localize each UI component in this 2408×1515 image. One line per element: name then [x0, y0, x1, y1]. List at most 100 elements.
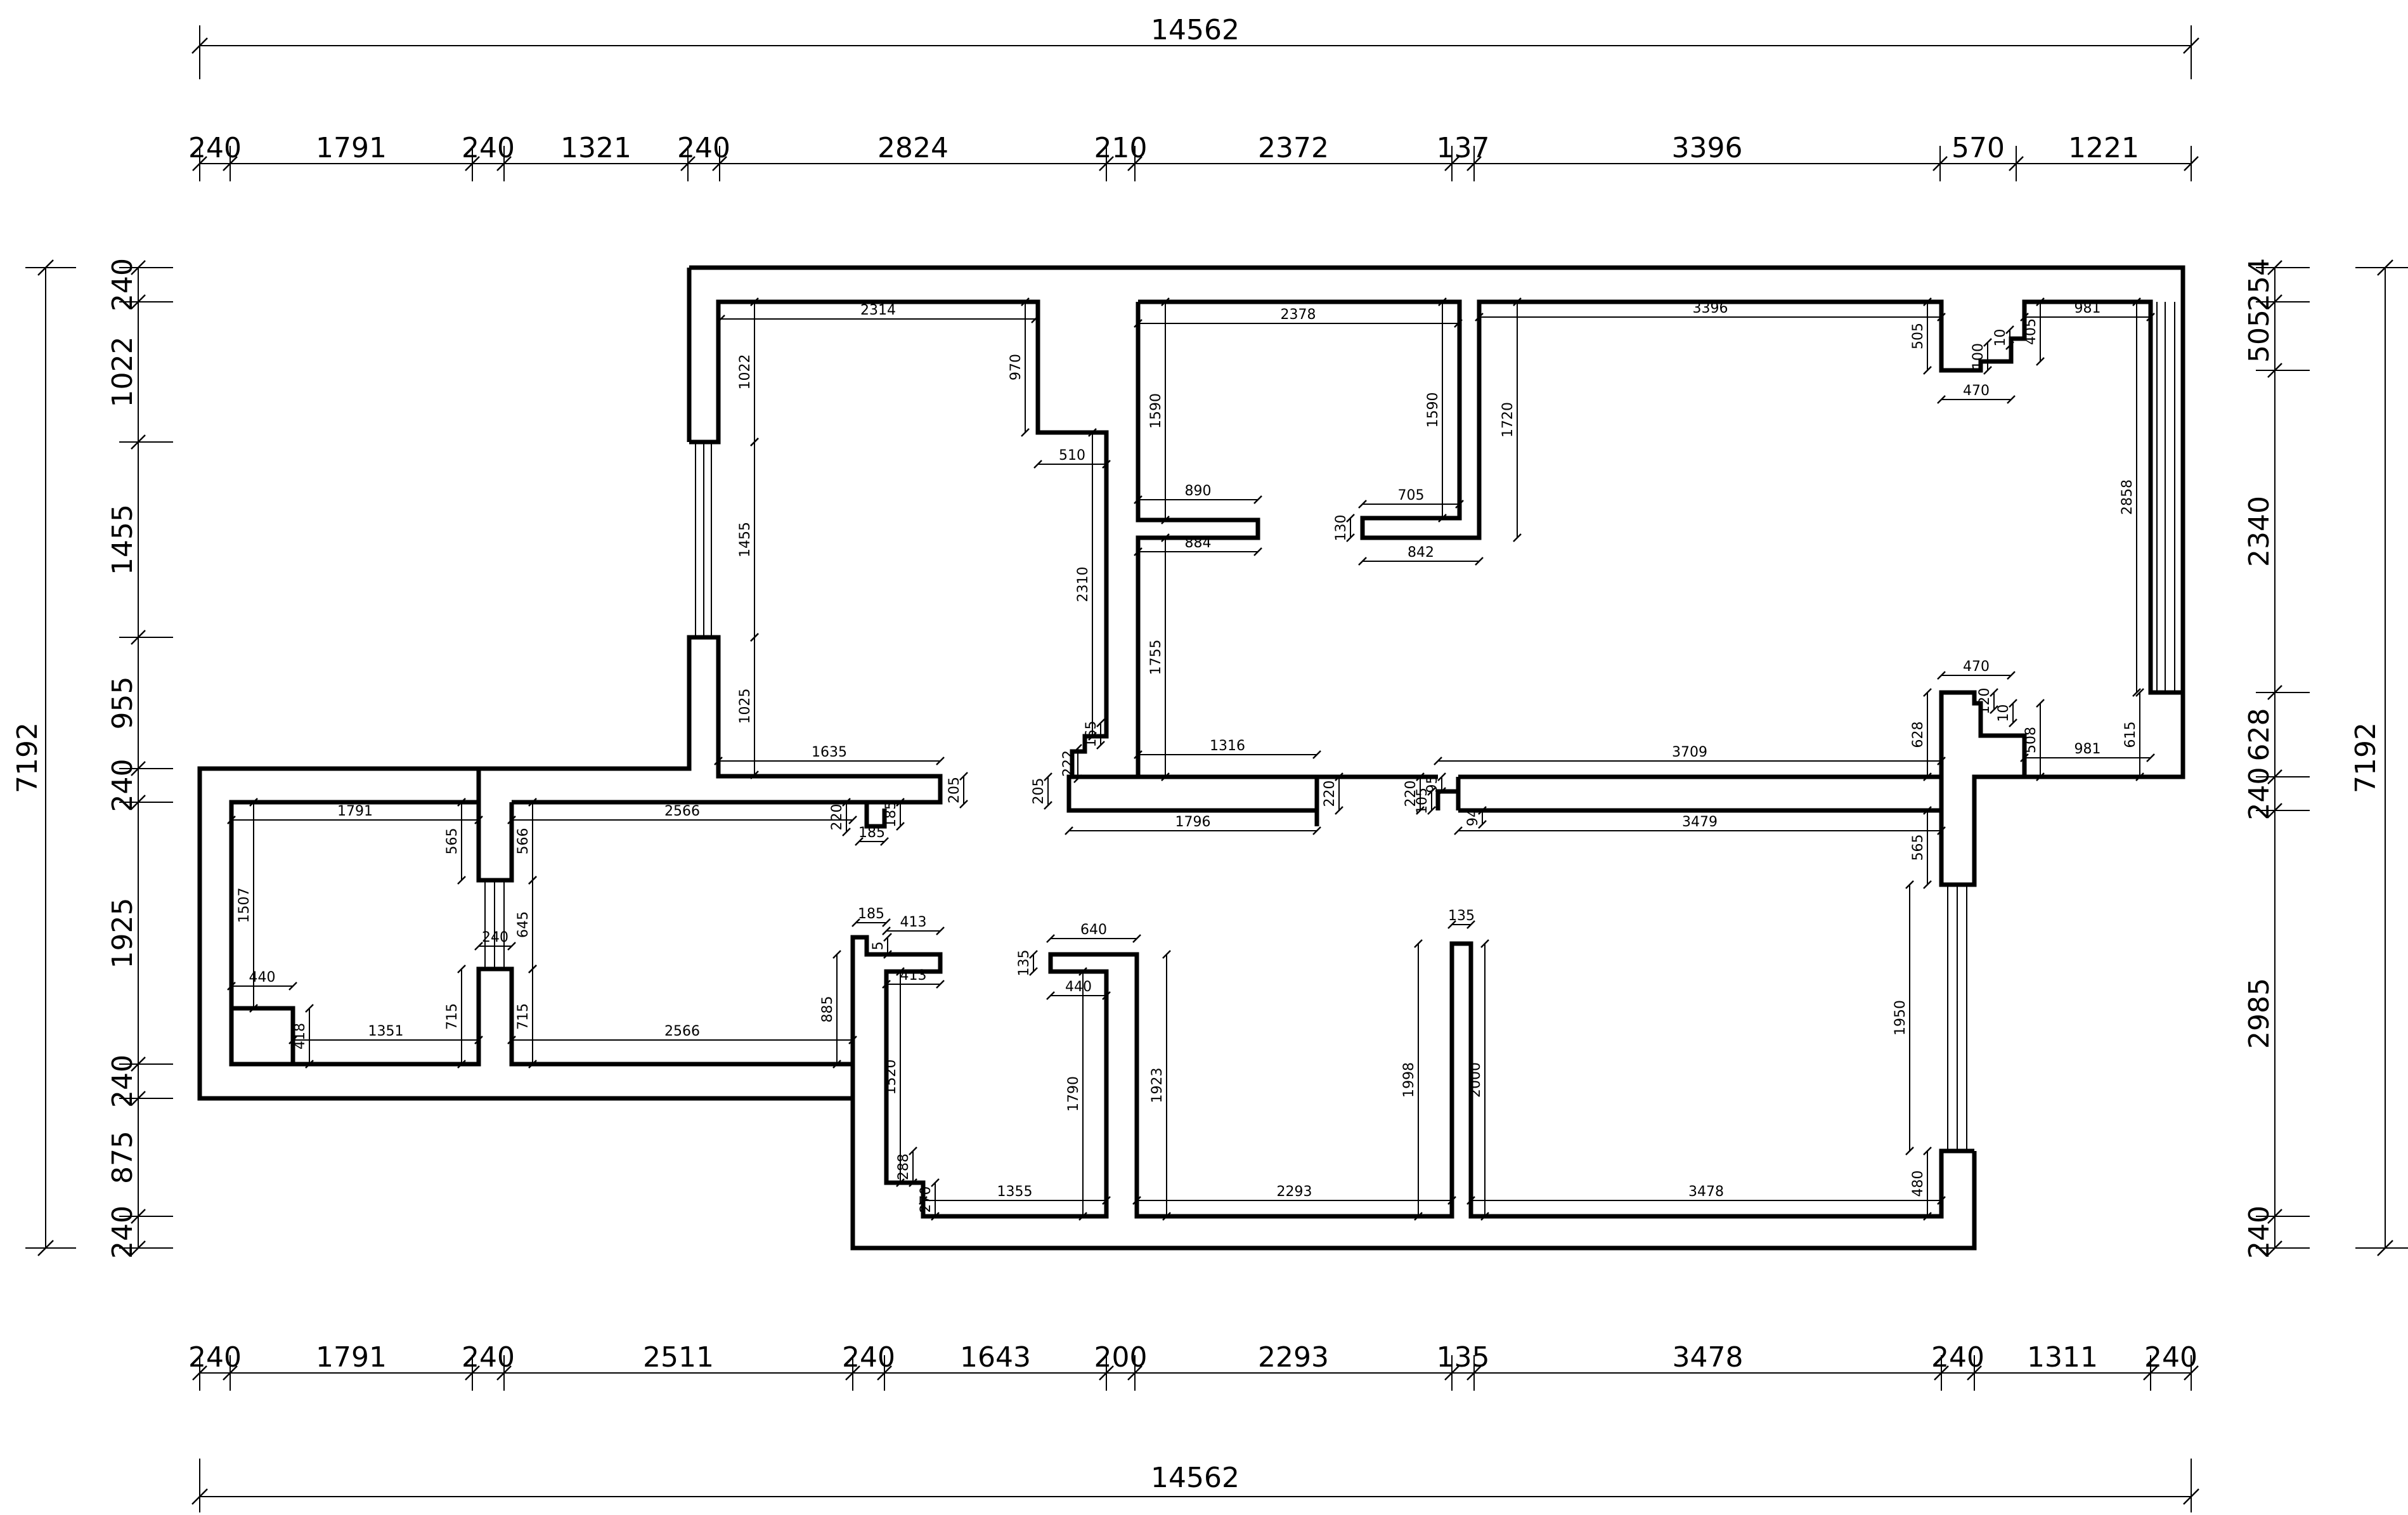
dim-d2858-tick-b	[2132, 688, 2141, 697]
dim-d10b: 10	[1996, 705, 2012, 722]
dim-d510-tick-b	[1102, 460, 1111, 469]
dim-d1507: 1507	[236, 888, 252, 923]
dim-d1796-tick-b	[1312, 826, 1321, 835]
dim-d2000-tick-b	[1480, 1212, 1489, 1221]
dim-d185b: 185	[883, 801, 899, 828]
dim-d1355-tick-a	[919, 1196, 928, 1205]
dim-d185a-tick-b	[880, 837, 889, 846]
dim-d1316-tick-b	[1312, 750, 1321, 759]
dim-d2378-tick-a	[1134, 319, 1143, 328]
bottom-seg-tick-9	[1466, 1365, 1482, 1381]
dim-d1590b-tick-b	[1438, 514, 1447, 523]
dim-d1796: 1796	[1175, 814, 1211, 830]
dim-d220b: 220	[1322, 781, 1338, 807]
dim-d2566b-tick-a	[507, 1036, 516, 1044]
dim-d1351-tick-b	[474, 1036, 483, 1044]
dim-d205b-tick-b	[1044, 801, 1052, 810]
bottom-total-dimension: 14562	[191, 1459, 2199, 1512]
dim-d505: 505	[1910, 323, 1926, 349]
dim-d1923: 1923	[1149, 1068, 1165, 1103]
dim-d715a: 715	[444, 1003, 460, 1030]
dim-d1790: 1790	[1066, 1076, 1082, 1112]
dim-d240: 240	[482, 930, 508, 946]
dim-d885-tick-b	[832, 1060, 841, 1069]
dim-d270-tick-b	[931, 1212, 940, 1221]
left-seg-label-4: 240	[107, 759, 139, 812]
dim-d890-tick-b	[1253, 495, 1262, 504]
dim-d222-tick-a	[1073, 744, 1082, 753]
dim-d130: 130	[1333, 515, 1349, 542]
dim-d2310-tick-a	[1088, 428, 1097, 437]
dim-d3479-tick-b	[1937, 826, 1946, 835]
bottom-seg-label-3: 2511	[643, 1341, 714, 1374]
dim-d185b-tick-a	[896, 798, 905, 807]
dim-d1355-tick-b	[1102, 1196, 1111, 1205]
dim-d1590a-tick-a	[1161, 297, 1170, 306]
dim-d1590b-tick-a	[1438, 297, 1447, 306]
right-seg-label-4: 240	[2243, 767, 2275, 821]
left-seg-tick-9	[131, 1240, 146, 1256]
dim-d220c: 220	[1403, 781, 1419, 807]
dim-d842-tick-b	[1475, 557, 1484, 566]
bottom-seg-tick-2	[465, 1365, 480, 1381]
dim-d565b-tick-a	[457, 798, 466, 807]
west-upper-wall	[687, 268, 1109, 779]
dim-d981a-tick-a	[2020, 313, 2029, 322]
dim-d185a-tick-a	[855, 837, 864, 846]
dim-d2310-tick-b	[1088, 732, 1097, 741]
dim-d1507-tick-b	[249, 1004, 258, 1013]
dim-d1635-tick-b	[936, 757, 945, 765]
dim-d10a: 10	[1993, 329, 2009, 347]
dim-d413a-tick-a	[882, 927, 891, 935]
dim-d405-tick-b	[2036, 357, 2045, 366]
bottom-seg-label-2: 240	[462, 1341, 515, 1374]
dim-d288: 288	[896, 1154, 912, 1180]
dim-d135b-tick-b	[1466, 920, 1475, 929]
dim-d205b: 205	[1031, 778, 1047, 805]
bottom-seg-label-10: 240	[1931, 1341, 1984, 1374]
top-seg-label-2: 240	[462, 132, 515, 164]
dim-d981a-tick-b	[2146, 313, 2155, 322]
right-seg-label-0: 254	[2243, 258, 2275, 311]
dim-d1316: 1316	[1210, 738, 1245, 754]
right-seg-label-1: 505	[2243, 309, 2275, 363]
dim-d470b-tick-b	[2007, 671, 2016, 680]
dim-d1025: 1025	[737, 689, 753, 724]
bottom-total-label: 14562	[1151, 1462, 1240, 1494]
dim-d470b: 470	[1963, 659, 1990, 675]
dim-d842: 842	[1408, 545, 1434, 561]
dim-d2566a-tick-b	[848, 816, 857, 824]
bottom-seg-label-4: 240	[842, 1341, 895, 1374]
dim-d3709-tick-a	[1434, 757, 1442, 765]
dim-d95-tick-a	[1437, 772, 1446, 781]
dim-d220b-tick-a	[1335, 772, 1343, 781]
dim-d185a: 185	[858, 825, 885, 841]
dim-d418-tick-a	[305, 1004, 314, 1013]
dim-d1720-tick-b	[1513, 533, 1522, 542]
dim-d135b: 135	[1448, 908, 1475, 924]
dim-d1950-tick-b	[1905, 1147, 1914, 1155]
dim-d1998-tick-a	[1414, 939, 1423, 948]
right-seg-tick-3	[2267, 685, 2282, 700]
south-east-wall	[850, 935, 1974, 1219]
right-seg-label-6: 240	[2243, 1206, 2275, 1259]
dim-d884-tick-a	[1134, 547, 1143, 556]
top-seg-label-4: 240	[677, 132, 730, 164]
right-seg-tick-6	[2267, 1209, 2282, 1224]
dim-d981b-tick-a	[2020, 753, 2029, 762]
outer-wall	[197, 265, 2185, 1251]
central-upper-wall	[1138, 299, 2183, 695]
dim-d5: 5	[871, 942, 886, 951]
east-partition-wall	[1435, 690, 2027, 813]
dim-d470b-tick-a	[1937, 671, 1946, 680]
dim-d981b-tick-b	[2146, 753, 2155, 762]
top-seg-label-7: 2372	[1258, 132, 1329, 164]
dim-d220a: 220	[829, 804, 845, 831]
walls	[197, 265, 2185, 1251]
dim-d1998-tick-b	[1414, 1212, 1423, 1221]
dim-d2293-tick-b	[1447, 1196, 1456, 1205]
left-seg-tick-2	[131, 434, 146, 450]
left-seg-tick-0	[131, 260, 146, 275]
dim-d1791-tick-a	[227, 816, 236, 824]
